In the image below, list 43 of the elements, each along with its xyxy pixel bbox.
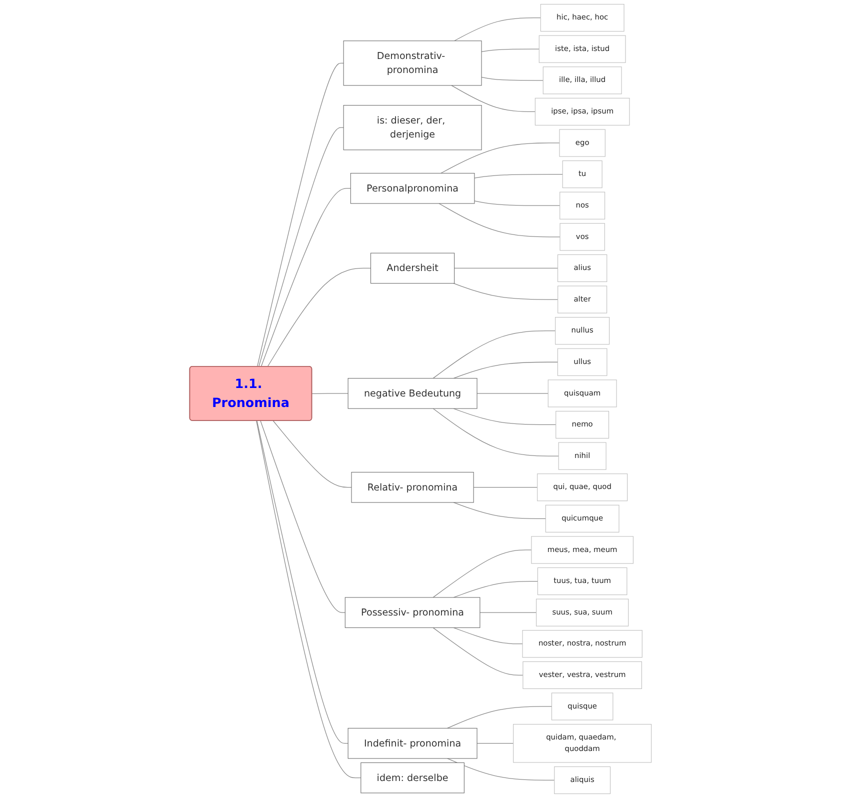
node-box: is: dieser, der, derjenige bbox=[343, 105, 482, 150]
connector bbox=[453, 408, 556, 426]
connector bbox=[473, 487, 538, 488]
connector bbox=[453, 627, 523, 644]
node-box: Relativ- pronomina bbox=[351, 472, 474, 503]
connector bbox=[474, 174, 563, 178]
connector bbox=[272, 420, 352, 488]
connector bbox=[256, 420, 348, 744]
connector bbox=[476, 393, 548, 394]
connector bbox=[453, 362, 558, 379]
node-box: Indefinit- pronomina bbox=[348, 728, 478, 759]
connector bbox=[476, 743, 514, 744]
connector bbox=[432, 550, 532, 598]
node-box: Andersheit bbox=[370, 252, 455, 284]
node-box: Demonstrativ- pronomina bbox=[343, 40, 482, 86]
node-box: idem: derselbe bbox=[360, 762, 464, 794]
connector bbox=[256, 62, 344, 367]
node-box: Personalpronomina bbox=[350, 172, 475, 204]
connector bbox=[480, 612, 537, 613]
connector bbox=[453, 283, 558, 300]
connector bbox=[447, 706, 552, 729]
connector bbox=[454, 268, 558, 269]
connector bbox=[432, 330, 556, 379]
node-box: Possessiv- pronomina bbox=[344, 597, 480, 628]
connector bbox=[481, 48, 540, 52]
connector bbox=[258, 127, 344, 367]
connector bbox=[432, 408, 559, 456]
connector bbox=[260, 188, 351, 367]
node-box: negative Bedeutung bbox=[348, 378, 478, 409]
connector bbox=[454, 17, 541, 42]
connector bbox=[260, 420, 346, 613]
connector bbox=[453, 580, 538, 598]
connector bbox=[481, 76, 544, 81]
connector bbox=[453, 502, 546, 519]
connector bbox=[312, 393, 348, 394]
connector bbox=[432, 627, 524, 676]
connector bbox=[474, 200, 560, 206]
connector bbox=[451, 85, 536, 112]
connector bbox=[256, 420, 362, 778]
connector bbox=[438, 203, 560, 238]
connector bbox=[267, 268, 372, 367]
connector bbox=[440, 142, 560, 174]
connector bbox=[447, 758, 555, 781]
